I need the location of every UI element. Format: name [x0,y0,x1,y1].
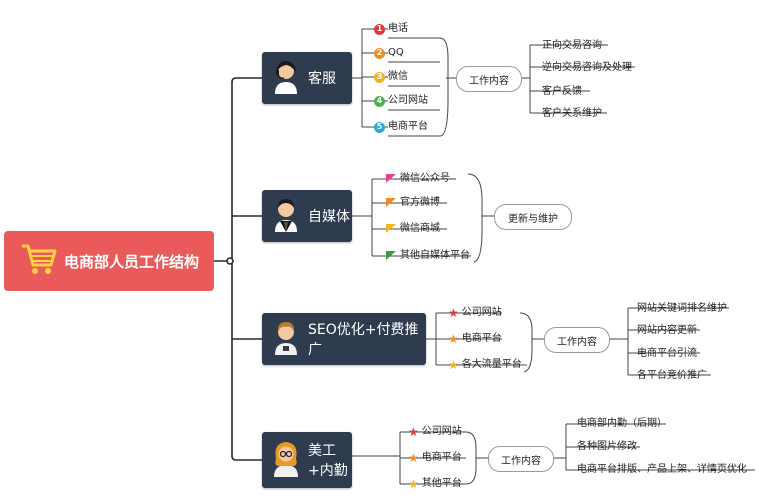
group-label: 更新与维护 [494,204,572,230]
group-label: 工作内容 [488,446,554,472]
task-leaf: 电商平台排版、产品上架、详情页优化 [577,464,747,475]
channel-label: 各大流量平台 [461,359,522,370]
dept-name: 客服 [308,71,336,87]
dept-name: SEO优化+付费推广 [308,322,419,358]
channel-label: 其他自媒体平台 [400,250,470,261]
channel-label: 其他平台 [421,478,462,489]
star-icon: ★ [408,451,419,465]
task-leaf: 各平台竞价推广 [637,370,707,381]
star-icon: ★ [448,358,459,372]
channel-item: ★ 其他平台 [408,477,462,491]
channel-label: QQ [388,47,404,58]
channel-item: ★ 电商平台 [448,332,502,346]
dept-name: 美工+内勤 [308,443,348,479]
channel-item: 4 公司网站 [374,94,428,108]
glasses-person-icon [272,439,300,481]
task-leaf: 客户关系维护 [542,108,602,119]
task-leaf: 逆向交易咨询及处理 [542,62,632,73]
number-badge: 4 [374,95,385,107]
channel-item: 其他自媒体平台 [386,249,470,263]
shopping-cart-icon [20,241,58,281]
star-icon: ★ [448,306,459,320]
suited-person-icon [272,196,300,236]
star-icon: ★ [448,332,459,346]
channel-item: ★ 公司网站 [448,306,502,320]
task-leaf: 网站内容更新 [637,325,697,336]
task-leaf: 各种图片修改 [577,441,637,452]
channel-item: 3 微信 [374,70,408,84]
dept-customer-service: 客服 [262,52,352,104]
channel-label: 公司网站 [421,426,462,437]
number-badge: 5 [374,121,385,133]
person-icon [272,319,300,359]
channel-label: 官方微博 [400,197,440,208]
channel-item: 1 电话 [374,22,408,36]
channel-item: 微信公众号 [386,172,450,186]
channel-item: ★ 公司网站 [408,425,462,439]
task-leaf: 电商平台引流 [637,348,697,359]
star-icon: ★ [408,477,419,491]
group-label: 工作内容 [456,66,522,92]
number-badge: 3 [374,71,385,83]
channel-label: 电商平台 [421,452,462,463]
dept-self-media: 自媒体 [262,190,352,242]
channel-item: ★ 各大流量平台 [448,358,522,372]
task-leaf: 客户反馈 [542,86,582,97]
channel-label: 电话 [388,23,408,34]
root-node: 电商部人员工作结构 [4,231,214,291]
task-leaf: 正向交易咨询 [542,40,602,51]
channel-label: 电商平台 [461,333,502,344]
flag-icon [386,251,396,260]
star-icon: ★ [408,425,419,439]
channel-item: 2 QQ [374,46,404,60]
group-label: 工作内容 [544,327,610,353]
flag-icon [386,174,396,183]
channel-item: 官方微博 [386,196,440,210]
channel-label: 公司网站 [461,307,502,318]
number-badge: 1 [374,23,385,35]
channel-item: 5 电商平台 [374,120,428,134]
channel-label: 微信 [388,71,408,82]
channel-label: 微信商城 [400,223,440,234]
channel-label: 微信公众号 [400,173,450,184]
task-leaf: 电商部内勤（后期） [577,418,667,429]
root-title: 电商部人员工作结构 [64,252,200,271]
dept-design-office: 美工+内勤 [262,432,352,488]
channel-label: 电商平台 [388,121,428,132]
flag-icon [386,224,396,233]
channel-label: 公司网站 [388,95,428,106]
headset-agent-icon [272,58,300,98]
dept-seo-paid-promotion: SEO优化+付费推广 [262,313,426,365]
flag-icon [386,198,396,207]
dept-name: 自媒体 [308,209,350,225]
channel-item: 微信商城 [386,222,440,236]
number-badge: 2 [374,47,385,59]
task-leaf: 网站关键词排名维护 [637,303,727,314]
channel-item: ★ 电商平台 [408,451,462,465]
